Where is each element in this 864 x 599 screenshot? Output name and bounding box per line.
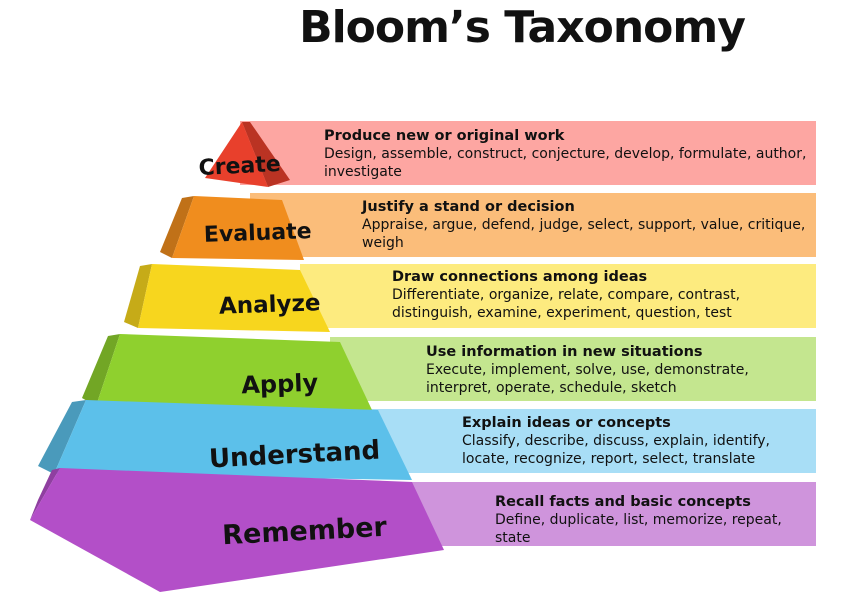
- layer-side-analyze: [124, 264, 152, 328]
- layer-side-understand: [38, 400, 86, 474]
- level-label-create: Create: [198, 152, 281, 181]
- level-label-analyze: Analyze: [219, 290, 321, 320]
- band-description: Design, assemble, construct, conjecture,…: [324, 146, 807, 180]
- layer-side-apply: [82, 334, 120, 406]
- band-remember: [400, 482, 816, 546]
- level-label-evaluate: Evaluate: [204, 219, 313, 248]
- band-description: Appraise, argue, defend, judge, select, …: [362, 217, 806, 251]
- band-description: Classify, describe, discuss, explain, id…: [462, 433, 770, 467]
- band-apply: [330, 337, 816, 401]
- band-description: Differentiate, organize, relate, compare…: [392, 287, 741, 321]
- page-title: Bloom’s Taxonomy: [299, 2, 746, 53]
- layer-create: [205, 122, 268, 187]
- band-heading: Produce new or original work: [324, 128, 565, 144]
- layer-apply: [96, 334, 372, 410]
- band-heading: Draw connections among ideas: [392, 269, 648, 285]
- band-description: Define, duplicate, list, memorize, repea…: [495, 512, 782, 546]
- band-heading: Recall facts and basic concepts: [495, 494, 751, 510]
- band-analyze: [300, 264, 816, 328]
- layer-analyze: [138, 264, 330, 332]
- band-create: [240, 121, 816, 185]
- band-heading: Explain ideas or concepts: [462, 415, 671, 431]
- layer-remember: [30, 468, 444, 592]
- layer-evaluate: [172, 196, 304, 260]
- layer-side-create: [242, 122, 290, 187]
- level-label-apply: Apply: [241, 369, 319, 400]
- layer-understand: [54, 400, 412, 480]
- layer-side-evaluate: [160, 196, 194, 258]
- band-evaluate: [250, 193, 816, 257]
- band-heading: Use information in new situations: [426, 344, 703, 360]
- band-description: Execute, implement, solve, use, demonstr…: [426, 362, 749, 396]
- band-heading: Justify a stand or decision: [362, 199, 575, 215]
- band-understand: [370, 409, 816, 473]
